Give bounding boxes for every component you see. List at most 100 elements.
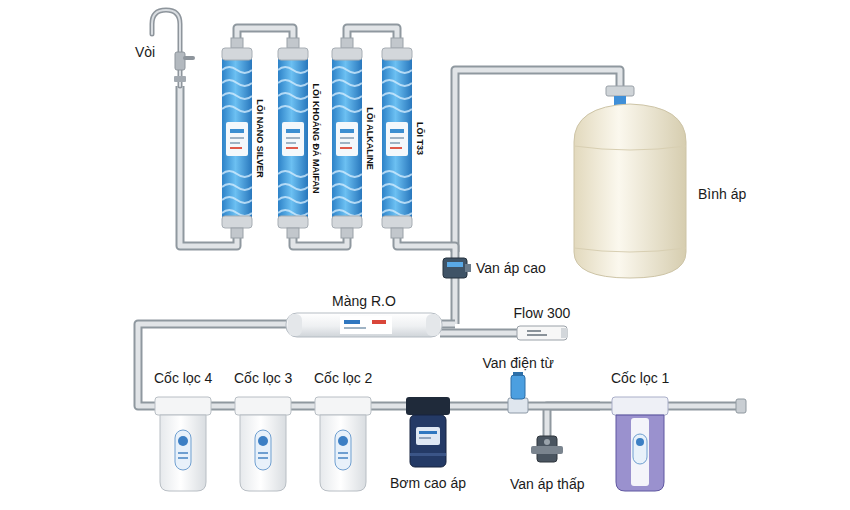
water-pipe: [347, 28, 397, 38]
solenoid-valve: Van điện từ: [476, 355, 560, 413]
flow-restrictor-drawing-part: [527, 334, 547, 336]
filter-cup-drawing-part: [335, 430, 351, 470]
ro-membrane-drawing-part: [372, 320, 386, 324]
water-pipe-part: [347, 28, 397, 38]
inlet-pipe: [680, 404, 738, 409]
filter-cup-drawing-part: [160, 415, 206, 491]
filter-cartridge-drawing-part: [332, 48, 362, 228]
filter-cartridge-drawing-part: [332, 93, 362, 99]
filter-cartridge-drawing-part: [332, 106, 362, 112]
filter-cartridge-drawing-part: [382, 48, 412, 60]
filter-cartridge-drawing-part: [382, 93, 412, 99]
filter-cartridge-drawing-part: [222, 197, 252, 203]
filter-cartridge-drawing-part: [382, 184, 412, 190]
filter-cup-drawing-part: [235, 397, 291, 415]
filter-cartridge-drawing-part: [382, 48, 412, 228]
flow-restrictor-drawing-part: [527, 330, 541, 332]
filter-cartridge-drawing-part: [278, 48, 308, 228]
water-pipe-part: [453, 284, 458, 324]
filter-cup: Cốc lọc 1: [600, 370, 680, 495]
filter-cup-drawing-part: [178, 436, 188, 446]
filter-cartridge-drawing-part: [287, 228, 299, 238]
filter-cartridge-drawing-part: [390, 137, 404, 139]
water-pipe-part: [220, 402, 226, 411]
filter-cartridge-drawing-part: [230, 137, 244, 139]
filter-cartridge-drawing-part: [222, 48, 252, 228]
ro-membrane-drawing-part: [288, 314, 302, 336]
filter-cup-drawing-part: [315, 397, 371, 415]
booster-pump-drawing-part: [448, 404, 470, 409]
filter-cartridge-drawing-part: [340, 137, 354, 139]
water-pipe-part: [138, 324, 280, 406]
water-pipe-part: [300, 404, 306, 409]
solenoid-valve-drawing-part: [508, 398, 528, 413]
booster-pump-drawing-part: [386, 402, 408, 411]
filter-cartridge-drawing-part: [287, 38, 299, 48]
pressure-tank-drawing-part: [606, 86, 634, 96]
filter-cartridge-drawing-part: [390, 142, 400, 144]
booster-pump: Bơm cao áp: [386, 395, 470, 495]
solenoid-valve-drawing-part: [511, 375, 525, 399]
filter-cartridge-drawing-part: [286, 137, 300, 139]
flow-restrictor: Flow 300: [505, 305, 573, 347]
filter-cartridge-drawing-part: [231, 228, 243, 238]
pressure-tank-drawing-part: [574, 104, 686, 278]
ro-membrane-drawing-part: [344, 327, 366, 329]
high-pressure-valve: Van áp cao: [438, 252, 562, 284]
filter-cup-drawing-part: [636, 438, 644, 446]
filter-cup-drawing: [226, 370, 300, 495]
filter-cartridge-drawing-part: [341, 228, 353, 238]
flow-restrictor-drawing-part: [517, 326, 567, 340]
water-pipe-part: [300, 402, 306, 411]
water-pipe-part: [451, 284, 460, 324]
pressure-tank-drawing-part: [614, 96, 626, 105]
ro-membrane-drawing-part: [340, 316, 392, 334]
booster-pump-drawing-part: [386, 404, 408, 409]
water-pipe-part: [470, 404, 476, 409]
water-pipe: [220, 406, 226, 407]
filter-cup-drawing: [306, 370, 380, 495]
filter-cup-drawing-part: [240, 415, 286, 491]
filter-cartridge-drawing-part: [278, 184, 308, 190]
water-pipe: [455, 284, 456, 324]
booster-pump-drawing-part: [410, 453, 446, 456]
filter-cup-drawing-part: [258, 436, 268, 446]
water-pipe: [380, 406, 386, 407]
filter-cup-drawing-part: [178, 452, 188, 454]
filter-cup-drawing-part: [600, 404, 613, 409]
filter-cartridge-drawing-part: [278, 106, 308, 112]
filter-cartridge: LÕI ALKALINE: [330, 38, 374, 238]
water-pipe: [138, 324, 280, 406]
faucet-drawing-part: [175, 52, 185, 70]
low-pressure-valve: Van áp thấp: [500, 428, 594, 496]
filter-cartridge-drawing-part: [222, 216, 252, 228]
water-pipe-part: [138, 324, 280, 406]
filter-cartridge-drawing-part: [336, 122, 358, 156]
water-pipe-part: [293, 238, 347, 246]
filter-cup-drawing-part: [338, 452, 348, 454]
filter-cartridge-drawing-part: [382, 106, 412, 112]
booster-pump-drawing-part: [419, 437, 431, 439]
water-pipe-part: [397, 238, 455, 252]
filter-cartridge-drawing-part: [382, 171, 412, 177]
filter-cartridge-drawing-part: [282, 122, 304, 156]
filter-cartridge-drawing-part: [222, 210, 252, 216]
filter-cartridge-drawing-part: [332, 210, 362, 216]
filter-cartridge-drawing-part: [230, 129, 244, 133]
filter-cup-drawing-part: [616, 415, 664, 491]
faucet-drawing-part: [152, 10, 180, 86]
water-pipe: [293, 238, 347, 246]
water-pipe: [237, 28, 293, 38]
booster-pump-drawing-part: [419, 431, 437, 434]
ro-membrane-drawing-part: [344, 320, 360, 324]
filter-cartridge-drawing-part: [222, 67, 252, 73]
water-pipe-part: [237, 28, 293, 38]
filter-cup: Cốc lọc 2: [306, 370, 380, 495]
filter-cup-drawing-part: [667, 404, 680, 409]
filter-cartridge-drawing-part: [222, 48, 252, 60]
faucet-drawing-part: [185, 56, 193, 60]
pressure-tank-drawing-part: [574, 146, 686, 150]
water-pipe: [300, 406, 306, 407]
water-pipe-part: [455, 331, 505, 336]
high-pressure-valve-drawing-part: [443, 258, 467, 278]
